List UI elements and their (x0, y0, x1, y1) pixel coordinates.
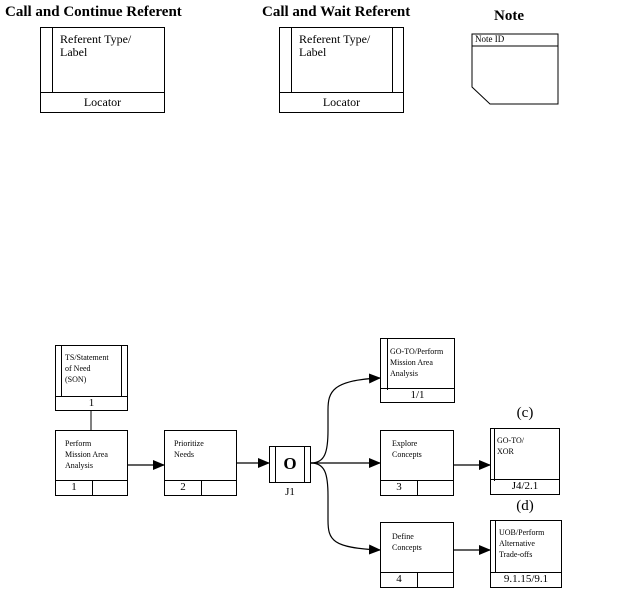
node-footer: 1 (56, 480, 127, 495)
node-footer: 4 (381, 572, 453, 587)
call-continue-symbol: Referent Type/ Label Locator (40, 27, 165, 113)
uob-referent: UOB/Perform Alternative Trade-offs 9.1.1… (490, 520, 562, 588)
referent-number: 9.1.15/9.1 (491, 572, 561, 587)
junction-symbol: O (283, 454, 297, 473)
node-label: Define Concepts (392, 532, 422, 552)
locator-label: Locator (41, 92, 164, 112)
junction-label: J1 (285, 486, 295, 498)
note-heading: Note (494, 8, 524, 24)
son-number: 1 (56, 396, 127, 410)
node-number: 1 (71, 481, 77, 493)
junction-box: O (269, 446, 311, 483)
tag-d: (d) (516, 498, 534, 514)
right-bar (392, 28, 393, 112)
goto-xor-referent: GO-TO/ XOR J4/2.1 (490, 428, 560, 495)
referent-label: UOB/Perform Alternative Trade-offs (499, 528, 545, 559)
call-continue-heading: Call and Continue Referent (5, 4, 182, 20)
call-wait-symbol: Referent Type/ Label Locator (279, 27, 404, 113)
node-perform-mission-area-analysis: Perform Mission Area Analysis 1 (55, 430, 128, 496)
referent-number: 1/1 (381, 388, 454, 402)
call-wait-heading: Call and Wait Referent (262, 4, 411, 20)
node-prioritize-needs: Prioritize Needs 2 (164, 430, 237, 496)
referent-label: GO-TO/Perform Mission Area Analysis (390, 347, 444, 378)
son-label: TS/Statement of Need (SON) (65, 353, 109, 384)
referent-label: Referent Type/ Label (299, 32, 371, 59)
left-bar (291, 28, 292, 112)
node-label: Perform Mission Area Analysis (65, 439, 108, 470)
node-explore-concepts: Explore Concepts 3 (380, 430, 454, 496)
node-footer: 2 (165, 480, 236, 495)
node-number: 3 (396, 481, 402, 493)
note-id-label: Note ID (475, 34, 505, 44)
tag-c: (c) (516, 405, 534, 421)
referent-label: Referent Type/ Label (60, 32, 132, 59)
node-number: 2 (180, 481, 186, 493)
locator-label: Locator (280, 92, 403, 112)
son-referent: TS/Statement of Need (SON) 1 (55, 345, 128, 411)
referent-label: GO-TO/ XOR (497, 436, 524, 456)
referent-number: J4/2.1 (491, 479, 559, 494)
node-label: Prioritize Needs (174, 439, 204, 459)
node-number: 4 (396, 573, 402, 585)
node-label: Explore Concepts (392, 439, 422, 459)
goto-perform-mission-referent: GO-TO/Perform Mission Area Analysis 1/1 (380, 338, 455, 403)
node-footer: 3 (381, 480, 453, 495)
left-bar (52, 28, 53, 112)
node-define-concepts: Define Concepts 4 (380, 522, 454, 588)
